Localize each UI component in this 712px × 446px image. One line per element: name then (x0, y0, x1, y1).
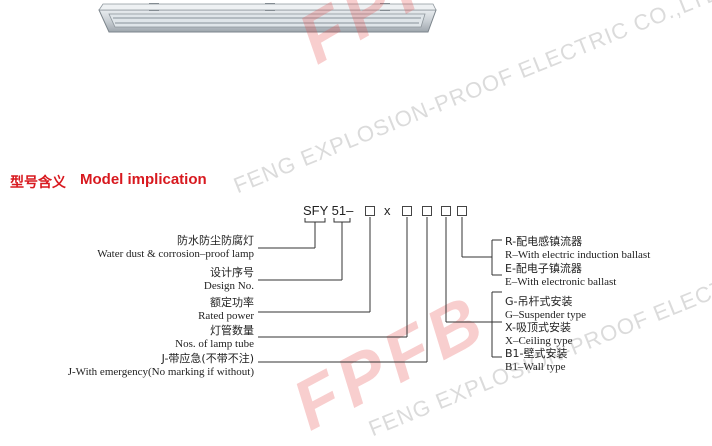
connector-lines (258, 217, 502, 363)
right-label-5-en: B1–Wall type (505, 361, 566, 373)
right-label-3-en: G–Suspender type (505, 309, 586, 321)
right-label-4-en: X–Ceiling type (505, 335, 573, 347)
model-box-2 (402, 206, 412, 216)
right-label-5-cn: B1-壁式安装 (505, 347, 568, 360)
model-prefix: SFY 51– (303, 203, 354, 218)
left-label-2: 设计序号 Design No. (204, 264, 254, 292)
right-label-2-cn: E-配电子镇流器 (505, 262, 582, 275)
right-label-4: X-吸顶式安装 X–Ceiling type (505, 319, 573, 347)
right-label-1: R-配电感镇流器 R–With electric induction balla… (505, 233, 650, 261)
left-label-1-en: Water dust & corrosion–proof lamp (97, 248, 254, 260)
right-label-2-en: E–With electronic ballast (505, 276, 617, 288)
right-label-1-en: R–With electric induction ballast (505, 249, 651, 261)
section-title-en: Model implication (80, 171, 207, 188)
left-label-2-cn: 设计序号 (210, 266, 254, 279)
model-separator: x (384, 203, 391, 218)
right-label-3: G-吊杆式安装 G–Suspender type (505, 293, 586, 321)
left-label-5-en: J-With emergency(No marking if without) (67, 366, 254, 378)
left-label-3: 额定功率 Rated power (198, 294, 254, 322)
left-label-5-cn: J-带应急(不带不注) (161, 352, 254, 365)
lamp-fixture-image (98, 3, 437, 33)
left-label-5: J-带应急(不带不注) J-With emergency(No marking … (68, 350, 254, 378)
left-label-4-cn: 灯管数量 (210, 324, 254, 337)
right-label-4-cn: X-吸顶式安装 (505, 321, 571, 334)
section-title-cn: 型号含义 (10, 175, 66, 191)
model-box-4 (441, 206, 451, 216)
left-label-3-en: Rated power (198, 310, 254, 322)
right-label-1-cn: R-配电感镇流器 (505, 235, 583, 248)
left-label-2-en: Design No. (203, 280, 254, 292)
model-box-5 (457, 206, 467, 216)
model-box-3 (422, 206, 432, 216)
left-label-4: 灯管数量 Nos. of lamp tube (175, 322, 254, 350)
left-label-1-cn: 防水防尘防腐灯 (177, 234, 254, 247)
right-label-3-cn: G-吊杆式安装 (505, 295, 573, 308)
right-label-5: B1-壁式安装 B1–Wall type (505, 345, 568, 373)
model-box-1 (365, 206, 375, 216)
right-label-2: E-配电子镇流器 E–With electronic ballast (505, 260, 616, 288)
left-label-3-cn: 额定功率 (210, 296, 254, 309)
left-label-4-en: Nos. of lamp tube (175, 338, 254, 350)
left-label-1: 防水防尘防腐灯 Water dust & corrosion–proof lam… (97, 232, 254, 260)
